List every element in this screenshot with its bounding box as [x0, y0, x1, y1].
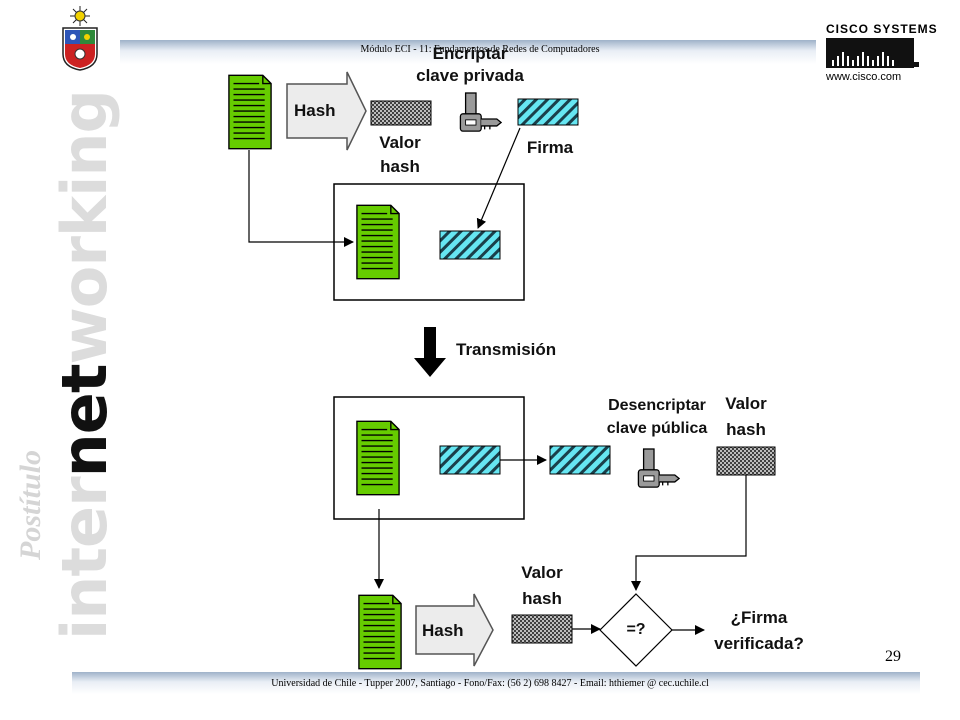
received-signature-block	[439, 445, 501, 475]
package-signature-block	[439, 230, 501, 260]
transmission-label: Transmisión	[456, 340, 557, 359]
compare-label: =?	[626, 621, 646, 638]
received-document-icon	[356, 420, 400, 496]
verified-label-line1: ¿Firma	[730, 608, 788, 627]
signature-block-top	[517, 98, 579, 126]
encrypt-label: Encriptar	[432, 44, 508, 63]
signature-to-package-arrow	[476, 127, 521, 229]
package-document-icon	[356, 204, 400, 280]
verified-label-line2: verificada?	[714, 634, 804, 653]
hash-value-label-right-line1: Valor	[725, 394, 767, 413]
signature-label: Firma	[526, 138, 574, 157]
hash-value-bottom	[511, 614, 573, 644]
signature-to-decrypt-block	[549, 445, 611, 475]
hash-value-label-bottom-line2: hash	[522, 589, 562, 608]
private-key-label: clave privada	[416, 66, 524, 85]
hash-arrow-bottom	[415, 593, 494, 667]
public-key-label: clave pública	[606, 420, 708, 437]
document-to-package-arrow	[248, 150, 354, 247]
hash-value-label-right-line2: hash	[726, 420, 766, 439]
course-title: Módulo ECI - 11: Fundamentos de Redes de…	[360, 44, 600, 55]
decrypted-hash-to-compare-arrow	[631, 475, 747, 591]
cisco-logo-icon	[826, 38, 919, 68]
hash-label-bottom: Hash	[422, 621, 464, 640]
hash-label-top: Hash	[294, 101, 336, 120]
transmission-arrow-icon	[414, 327, 446, 377]
hash-value-label-bottom-line1: Valor	[521, 563, 563, 582]
decrypted-hash-value	[716, 446, 776, 476]
hash-arrow-top	[286, 71, 367, 151]
rehash-document-icon	[358, 594, 402, 670]
footer-contact: Universidad de Chile - Tupper 2007, Sant…	[271, 678, 709, 689]
cisco-logo-name: CISCO SYSTEMS	[826, 22, 938, 36]
original-document-icon	[228, 74, 272, 150]
page-number: 29	[885, 648, 901, 665]
hash-value-top	[370, 100, 432, 126]
hash-value-label-top-line1: Valor	[379, 133, 421, 152]
compare-diamond	[599, 593, 673, 667]
coat-of-arms-icon	[62, 6, 98, 71]
private-key-icon	[459, 92, 502, 132]
header-bar	[120, 40, 816, 64]
footer-bar	[72, 672, 920, 694]
cisco-url: www.cisco.com	[826, 71, 902, 83]
decrypt-label: Desencriptar	[608, 397, 706, 414]
hash-value-label-top-line2: hash	[380, 157, 420, 176]
public-key-icon	[637, 448, 680, 488]
